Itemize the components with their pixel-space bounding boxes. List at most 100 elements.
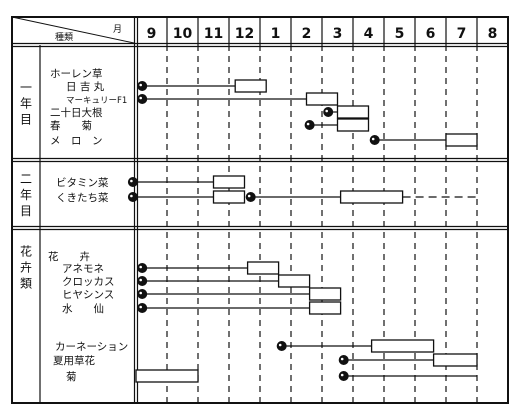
schedule-row-c15-13 bbox=[338, 353, 478, 367]
section-3-label-char-2: 卉 bbox=[20, 261, 32, 275]
schedule-row-c4-2 bbox=[323, 105, 370, 119]
month-label-2: 2 bbox=[302, 26, 312, 42]
header-diagonal bbox=[11, 16, 135, 44]
schedule-row-c16-14 bbox=[338, 371, 477, 381]
month-label-4: 4 bbox=[364, 26, 374, 42]
sowing-marker-highlight bbox=[306, 122, 310, 126]
schedule-row-c8-7 bbox=[245, 190, 477, 204]
schedule-row-c12-10 bbox=[137, 287, 342, 301]
sowing-marker-highlight bbox=[130, 194, 133, 198]
harvest-period-box bbox=[308, 287, 342, 301]
sowing-marker bbox=[137, 263, 148, 273]
sowing-marker-highlight bbox=[130, 179, 133, 183]
sowing-marker-highlight bbox=[278, 343, 282, 347]
crop-label-c11: クロッカス bbox=[62, 276, 115, 288]
month-label-6: 6 bbox=[426, 26, 436, 42]
schedule-row-c16-15 bbox=[135, 369, 199, 383]
section-1-label-char-3: 目 bbox=[20, 113, 32, 127]
month-label-1: 1 bbox=[271, 26, 281, 42]
sowing-marker bbox=[369, 135, 380, 145]
month-label-10: 10 bbox=[173, 26, 193, 42]
sowing-marker-highlight bbox=[139, 278, 142, 282]
sowing-marker bbox=[127, 177, 138, 187]
crop-label-c2: 日 吉 丸 bbox=[66, 80, 105, 93]
header-type-caption: 種類 bbox=[55, 32, 73, 43]
month-label-5: 5 bbox=[395, 26, 405, 42]
harvest-period-box bbox=[212, 190, 246, 204]
section-3-label-char-1: 花 bbox=[20, 244, 32, 259]
crop-label-c4: 二十日大根 bbox=[50, 106, 103, 119]
sowing-marker bbox=[276, 341, 287, 351]
harvest-period-box bbox=[336, 105, 370, 119]
schedule-row-c2-0 bbox=[137, 79, 267, 93]
sowing-marker bbox=[137, 289, 148, 299]
crop-label-c10: アネモネ bbox=[62, 263, 104, 275]
crop-label-c13: 水 仙 bbox=[62, 302, 104, 315]
sowing-marker bbox=[137, 81, 148, 91]
section-3-label-char-3: 類 bbox=[20, 277, 32, 291]
harvest-period-box bbox=[234, 79, 267, 93]
crop-label-c16: 菊 bbox=[66, 371, 77, 383]
schedule-row-c11-9 bbox=[137, 274, 311, 288]
schedule-grid bbox=[11, 16, 509, 404]
schedule-row-c7-5 bbox=[127, 175, 246, 189]
sowing-marker-highlight bbox=[139, 305, 142, 309]
sowing-marker-highlight bbox=[340, 373, 344, 377]
sowing-marker-highlight bbox=[325, 109, 329, 113]
schedule-row-c13-11 bbox=[137, 301, 342, 315]
harvest-period-box bbox=[432, 353, 478, 367]
harvest-period-box bbox=[212, 175, 246, 189]
sowing-marker-highlight bbox=[139, 265, 142, 269]
schedule-row-c5-3 bbox=[304, 118, 370, 132]
sowing-marker-highlight bbox=[340, 357, 344, 361]
month-label-9: 9 bbox=[147, 26, 157, 42]
sowing-marker bbox=[137, 276, 148, 286]
month-label-3: 3 bbox=[333, 26, 343, 42]
crop-label-c9: 花 卉 bbox=[48, 250, 90, 263]
month-label-11: 11 bbox=[204, 26, 223, 42]
sowing-marker bbox=[127, 192, 138, 202]
month-label-8: 8 bbox=[488, 26, 498, 42]
crop-label-c7: ビタミン菜 bbox=[56, 177, 109, 189]
sowing-marker bbox=[304, 120, 315, 130]
crop-label-c12: ヒヤシンス bbox=[62, 289, 114, 301]
crop-label-c6: メ ロ ン bbox=[50, 135, 103, 147]
schedule-row-c3-1 bbox=[137, 92, 339, 106]
crop-label-c15: 夏用草花 bbox=[53, 354, 95, 367]
harvest-period-box bbox=[370, 339, 435, 353]
sowing-marker-highlight bbox=[247, 194, 251, 198]
harvest-period-box bbox=[336, 118, 370, 132]
harvest-period-box bbox=[445, 133, 478, 147]
crop-label-c1: ホーレン草 bbox=[50, 68, 103, 80]
crop-label-c14: カーネーション bbox=[55, 341, 128, 353]
crop-label-c3: マーキュリーF1 bbox=[66, 96, 127, 106]
section-1-label-char-1: 一 bbox=[20, 81, 32, 95]
harvest-period-box bbox=[308, 301, 342, 315]
schedule-row-c10-8 bbox=[137, 261, 280, 275]
section-2-label-char-1: 二 bbox=[20, 172, 32, 186]
sowing-marker-highlight bbox=[139, 291, 142, 295]
sowing-marker bbox=[245, 192, 256, 202]
section-1-label-char-2: 年 bbox=[20, 97, 32, 111]
crop-label-c5: 春 菊 bbox=[50, 120, 92, 132]
schedule-bars bbox=[127, 79, 478, 383]
harvest-period-box bbox=[135, 369, 199, 383]
schedule-row-c6-4 bbox=[369, 133, 478, 147]
month-label-7: 7 bbox=[457, 26, 467, 42]
schedule-row-c14-12 bbox=[276, 339, 435, 353]
sowing-marker bbox=[137, 303, 148, 313]
section-2-label-char-2: 年 bbox=[20, 188, 32, 202]
crop-label-c8: くきたち菜 bbox=[56, 192, 109, 204]
harvest-period-box bbox=[339, 190, 404, 204]
harvest-period-box bbox=[246, 261, 280, 275]
sowing-marker-highlight bbox=[139, 83, 142, 87]
sowing-marker-highlight bbox=[371, 137, 375, 141]
sowing-marker bbox=[338, 355, 349, 365]
schedule-row-c8-6 bbox=[127, 190, 246, 204]
header-month-caption: 月 bbox=[113, 24, 122, 35]
sowing-marker bbox=[338, 371, 349, 381]
